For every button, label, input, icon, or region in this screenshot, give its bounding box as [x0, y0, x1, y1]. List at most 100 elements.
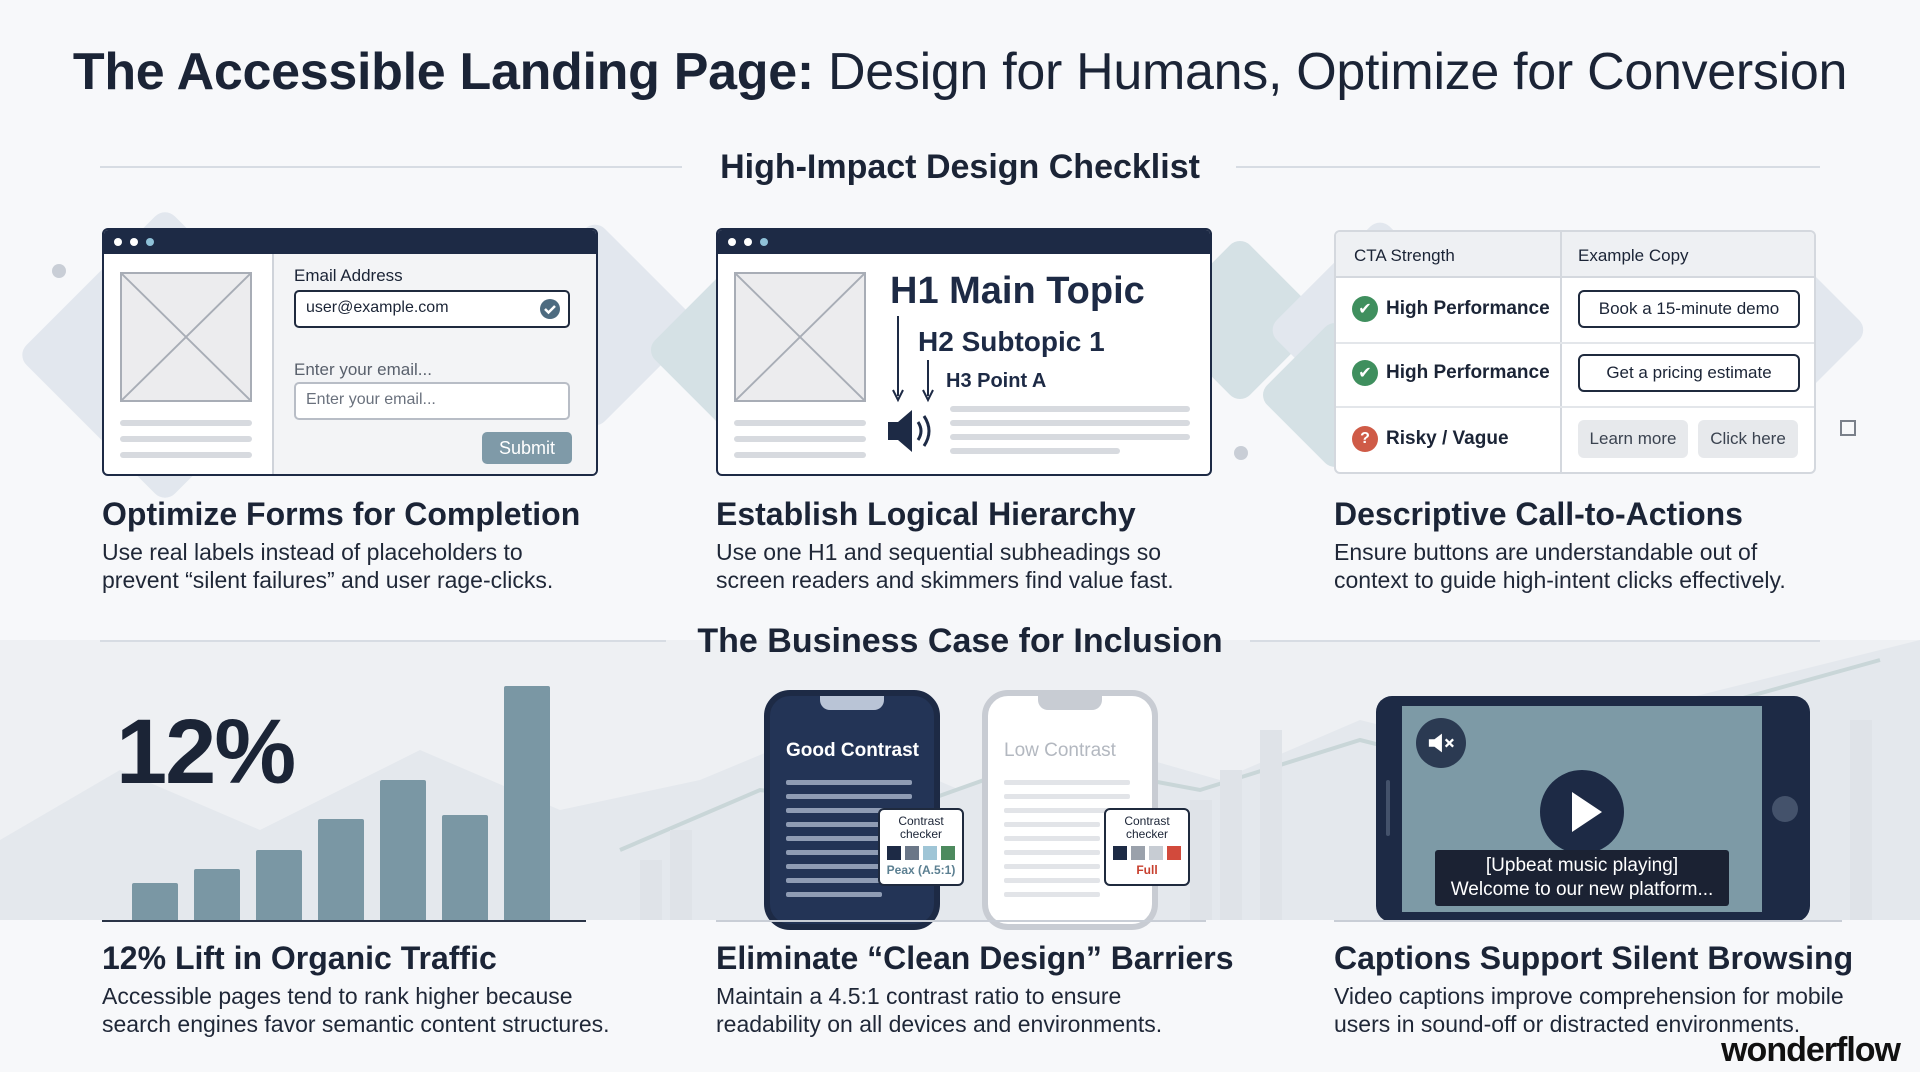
placeholder-label: Enter your email...	[294, 360, 432, 379]
section-header-checklist: High-Impact Design Checklist	[100, 136, 1820, 196]
chart-bar	[194, 869, 240, 920]
card-description-line: users in sound-off or distracted environ…	[1334, 1011, 1801, 1037]
image-placeholder-icon	[734, 272, 866, 402]
page-title: The Accessible Landing Page: Design for …	[0, 42, 1920, 102]
card-description: Video captions improve comprehension for…	[1334, 982, 1904, 1038]
thumbs-up-icon: ✔	[1352, 296, 1378, 322]
email-field-value: user@example.com	[306, 299, 449, 316]
contrast-checker-good: Contrast checker Peax (A.5:1)	[878, 808, 964, 886]
page-title-lead: The Accessible Landing Page:	[72, 43, 814, 101]
divider	[100, 166, 682, 168]
email-field[interactable]: user@example.com	[294, 290, 570, 328]
form-panel: Email Address user@example.com Enter you…	[272, 254, 596, 474]
email-placeholder-field[interactable]: Enter your email...	[294, 382, 570, 420]
checker-label: Contrast	[898, 814, 944, 828]
hierarchy-arrows	[892, 316, 934, 403]
cta-strength-label: ✔ High Performance	[1352, 360, 1550, 386]
contrast-checker-low: Contrast checker Full	[1104, 808, 1190, 886]
chart-bar	[504, 686, 550, 920]
cta-example-button[interactable]: Click here	[1698, 420, 1798, 458]
card-description: Use real labels instead of placeholders …	[102, 538, 622, 594]
card-description: Ensure buttons are understandable out of…	[1334, 538, 1894, 594]
video-player[interactable]: [Upbeat music playing] Welcome to our ne…	[1402, 706, 1762, 912]
stat-value: 12%	[116, 701, 296, 803]
chart-bar	[132, 883, 178, 920]
strength-text: High Performance	[1386, 298, 1550, 319]
caption-line: [Upbeat music playing]	[1485, 855, 1679, 876]
decor-dot	[1234, 446, 1248, 460]
card-description-line: Video captions improve comprehension for…	[1334, 983, 1844, 1009]
color-swatches	[1106, 846, 1188, 860]
h3-heading: H3 Point A	[946, 370, 1047, 392]
checker-label: Contrast	[1124, 814, 1170, 828]
card-description-line: Ensure buttons are understandable out of	[1334, 539, 1758, 565]
card-title: 12% Lift in Organic Traffic	[102, 940, 497, 976]
cta-example-button[interactable]: Get a pricing estimate	[1578, 354, 1800, 392]
card-description: Use one H1 and sequential subheadings so…	[716, 538, 1236, 594]
chart-baseline	[102, 920, 586, 922]
divider	[1236, 166, 1820, 168]
section-header-business: The Business Case for Inclusion	[100, 610, 1820, 670]
chart-bar	[256, 850, 302, 920]
browser-bar	[104, 230, 596, 254]
caption-line: Welcome to our new platform...	[1450, 879, 1714, 900]
browser-bar	[718, 230, 1210, 254]
chart-bar	[442, 815, 488, 920]
phone-good-contrast: Good Contrast	[764, 690, 940, 930]
divider	[1334, 920, 1842, 922]
card-title: Establish Logical Hierarchy	[716, 496, 1136, 532]
speaker-icon	[888, 410, 931, 452]
card-description: Maintain a 4.5:1 contrast ratio to ensur…	[716, 982, 1236, 1038]
cta-table-header	[1336, 232, 1814, 278]
card-description-line: screen readers and skimmers find value f…	[716, 567, 1174, 593]
play-icon[interactable]	[1540, 770, 1624, 854]
card-description-line: prevent “silent failures” and user rage-…	[102, 567, 554, 593]
strength-text: Risky / Vague	[1386, 428, 1509, 449]
divider	[100, 640, 666, 642]
wonderflow-logo: wonderflow	[1721, 1031, 1901, 1069]
card-description-line: readability on all devices and environme…	[716, 1011, 1163, 1037]
chart-bar	[380, 780, 426, 920]
cta-table: CTA Strength Example Copy ✔ High Perform…	[1334, 230, 1816, 474]
thumbs-up-icon: ✔	[1352, 360, 1378, 386]
card-title: Eliminate “Clean Design” Barriers	[716, 940, 1234, 976]
card-description: Accessible pages tend to rank higher bec…	[102, 982, 662, 1038]
video-tablet: [Upbeat music playing] Welcome to our ne…	[1376, 696, 1810, 922]
column-header: Example Copy	[1578, 246, 1689, 265]
column-header: CTA Strength	[1354, 246, 1455, 265]
section-title: The Business Case for Inclusion	[697, 622, 1223, 660]
traffic-bar-chart	[102, 680, 590, 920]
card-description-line: Use real labels instead of placeholders …	[102, 539, 523, 565]
cta-strength-label: ? Risky / Vague	[1352, 426, 1509, 452]
h1-heading: H1 Main Topic	[890, 270, 1145, 312]
mute-icon[interactable]	[1416, 718, 1466, 768]
section-title: High-Impact Design Checklist	[720, 148, 1200, 186]
email-label: Email Address	[294, 266, 403, 285]
image-placeholder-icon	[120, 272, 252, 402]
card-description-line: context to guide high-intent clicks effe…	[1334, 567, 1786, 593]
divider	[716, 920, 1206, 922]
low-contrast-label: Low Contrast	[1004, 740, 1116, 761]
checker-label: checker	[899, 827, 943, 841]
cta-strength-label: ✔ High Performance	[1352, 296, 1550, 322]
card-description-line: Accessible pages tend to rank higher bec…	[102, 983, 573, 1009]
video-caption: [Upbeat music playing] Welcome to our ne…	[1435, 850, 1729, 906]
home-button-icon	[1772, 796, 1798, 822]
h2-heading: H2 Subtopic 1	[918, 326, 1105, 357]
strength-text: High Performance	[1386, 362, 1550, 383]
card-description-line: Maintain a 4.5:1 contrast ratio to ensur…	[716, 983, 1122, 1009]
cta-example-button[interactable]: Learn more	[1578, 420, 1688, 458]
card-title: Captions Support Silent Browsing	[1334, 940, 1854, 976]
decor-square	[1840, 420, 1856, 436]
side-button	[1386, 780, 1390, 836]
card-title: Optimize Forms for Completion	[102, 496, 581, 532]
good-contrast-label: Good Contrast	[786, 740, 919, 761]
cta-example-button[interactable]: Book a 15-minute demo	[1578, 290, 1800, 328]
chart-bar	[318, 819, 364, 920]
checker-result: Full	[1136, 863, 1158, 877]
hierarchy-mockup: H1 Main Topic H2 Subtopic 1 H3 Point A	[716, 228, 1212, 476]
card-title: Descriptive Call-to-Actions	[1334, 496, 1743, 532]
submit-button[interactable]: Submit	[482, 432, 572, 464]
form-mockup: Email Address user@example.com Enter you…	[102, 228, 598, 476]
card-description-line: search engines favor semantic content st…	[102, 1011, 610, 1037]
